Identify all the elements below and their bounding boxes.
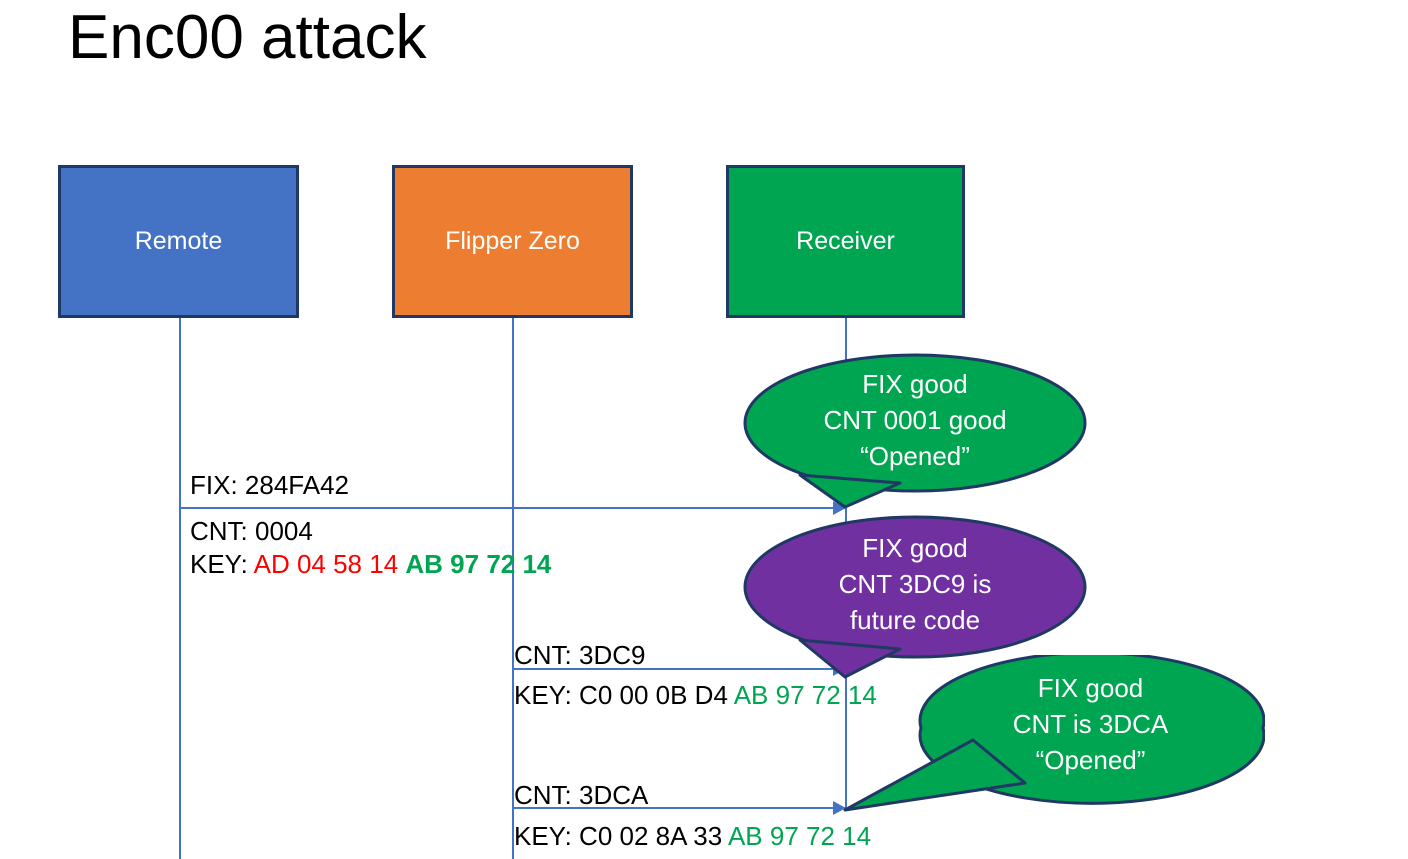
bubble-1-line-3: “Opened” bbox=[860, 441, 970, 471]
message-3-key-prefix: KEY: C0 02 8A 33 bbox=[514, 821, 728, 851]
message-3-key-label: KEY: C0 02 8A 33 AB 97 72 14 bbox=[514, 821, 871, 852]
bubble-2-line-1: FIX good bbox=[862, 533, 968, 563]
bubble-2-line-3: future code bbox=[849, 605, 981, 635]
bubble-1-line-1: FIX good bbox=[862, 369, 968, 399]
actor-label-flipper-zero: Flipper Zero bbox=[445, 227, 580, 255]
message-arrow-2 bbox=[513, 668, 846, 670]
message-2-key-prefix: KEY: C0 00 0B D4 bbox=[514, 680, 734, 710]
speech-bubble-shape-2 bbox=[743, 515, 1087, 679]
bubble-3-line-1: FIX good bbox=[1037, 673, 1144, 703]
bubble-3-line-3: “Opened” bbox=[1035, 745, 1146, 775]
actor-label-remote: Remote bbox=[134, 227, 223, 255]
speech-bubble-shape-3 bbox=[843, 655, 1265, 812]
page-title: Enc00 attack bbox=[68, 3, 427, 72]
lifeline-remote bbox=[179, 318, 181, 859]
bubble-2-line-2: CNT 3DC9 is bbox=[838, 569, 992, 599]
message-1-fix-label: FIX: 284FA42 bbox=[190, 470, 349, 500]
message-2-cnt-label: CNT: 3DC9 bbox=[514, 640, 646, 670]
speech-bubble-future-code[interactable]: FIX good CNT 3DC9 is future code bbox=[740, 512, 1090, 680]
message-1-key-part2: AB 97 72 14 bbox=[405, 549, 552, 579]
speech-bubble-text-2: FIX good CNT 3DC9 is future code bbox=[740, 530, 1090, 638]
arrow-head-icon-3 bbox=[833, 801, 846, 815]
actor-label-receiver: Receiver bbox=[796, 227, 895, 255]
message-1-key-part1: AD 04 58 14 bbox=[253, 549, 399, 579]
actor-box-remote[interactable]: Remote bbox=[58, 165, 299, 318]
actor-box-receiver[interactable]: Receiver bbox=[726, 165, 965, 318]
bubble-3-line-2: CNT is 3DCA bbox=[1012, 709, 1169, 739]
message-2-key-label: KEY: C0 00 0B D4 AB 97 72 14 bbox=[514, 680, 877, 711]
message-arrow-1 bbox=[180, 507, 846, 509]
message-1-key-prefix: KEY: bbox=[190, 549, 254, 579]
message-2-key-part2: AB 97 72 14 bbox=[733, 680, 877, 710]
lifeline-flipper-zero bbox=[512, 318, 514, 859]
actor-box-flipper-zero[interactable]: Flipper Zero bbox=[392, 165, 633, 318]
speech-bubble-receiver-ok-2[interactable]: FIX good CNT is 3DCA “Opened” bbox=[840, 655, 1265, 815]
message-3-cnt-label: CNT: 3DCA bbox=[514, 780, 649, 810]
message-3-key-part2: AB 97 72 14 bbox=[727, 821, 872, 851]
speech-bubble-shape-1 bbox=[743, 353, 1087, 509]
message-1-cnt-label: CNT: 0004 bbox=[190, 516, 313, 546]
message-arrow-3 bbox=[513, 807, 846, 809]
speech-bubble-text-3: FIX good CNT is 3DCA “Opened” bbox=[916, 670, 1265, 778]
speech-bubble-receiver-ok-1[interactable]: FIX good CNT 0001 good “Opened” bbox=[740, 350, 1090, 510]
message-1-key-label: KEY: AD 04 58 14 AB 97 72 14 bbox=[190, 549, 551, 580]
speech-bubble-text-1: FIX good CNT 0001 good “Opened” bbox=[740, 366, 1090, 474]
bubble-1-line-2: CNT 0001 good bbox=[823, 405, 1007, 435]
